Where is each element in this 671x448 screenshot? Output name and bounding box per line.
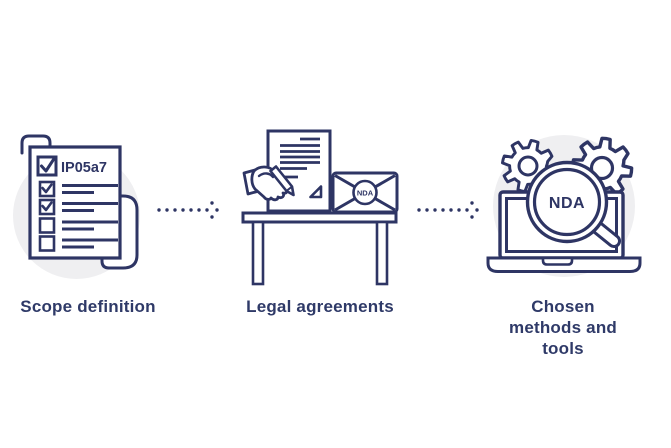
chosen-methods-illustration: NDA: [486, 132, 642, 277]
checklist-document-icon: IP05a7: [10, 126, 144, 295]
clip-icon: [20, 134, 52, 155]
table-leg: [375, 220, 389, 286]
magnifier-text: NDA: [549, 195, 585, 212]
row-lines: [62, 238, 118, 249]
magnifier-lens: [525, 160, 609, 244]
row-lines: [62, 220, 118, 231]
legal-agreements-illustration: NDA: [241, 129, 399, 286]
pen-icon: [269, 165, 295, 197]
seal-circle: [352, 179, 378, 206]
dotted-arrow-icon: [157, 201, 219, 219]
laptop-base-notch: [541, 256, 574, 266]
row-checkbox-unchecked: [38, 235, 56, 252]
step-label-legal-agreements: Legal agreements: [246, 297, 394, 316]
checklist-code: IP05a7: [61, 160, 107, 176]
row-checkbox-unchecked: [38, 217, 56, 234]
checkmark-icon: [41, 183, 53, 194]
checkmark-icon: [41, 201, 53, 212]
thumb-line: [257, 172, 275, 179]
contract-text-lines: [278, 137, 320, 179]
fold-triangle: [309, 185, 323, 199]
contract-signing-table-icon: NDA: [240, 126, 400, 295]
pen-nib-line: [286, 186, 293, 192]
checkmark-icon: [40, 158, 55, 173]
gear-hole: [517, 155, 539, 177]
checklist-illustration: IP05a7: [13, 134, 140, 279]
row-lines: [62, 184, 118, 194]
laptop-gears-magnifier-icon: NDA: [483, 128, 643, 293]
dotted-arrow-icon: [417, 201, 479, 219]
gear-hole: [589, 155, 615, 181]
magnifier-lens-inner: [532, 167, 602, 237]
dotted-arrow-connector: [411, 197, 483, 228]
row-lines: [62, 202, 118, 212]
envelope-seal-text: NDA: [357, 189, 374, 198]
step-label-chosen-methods: Chosen methods and tools: [509, 297, 617, 358]
table-leg: [251, 220, 265, 286]
dotted-arrow-connector: [151, 197, 223, 228]
table-top: [241, 211, 398, 224]
step-label-scope-definition: Scope definition: [20, 297, 156, 316]
